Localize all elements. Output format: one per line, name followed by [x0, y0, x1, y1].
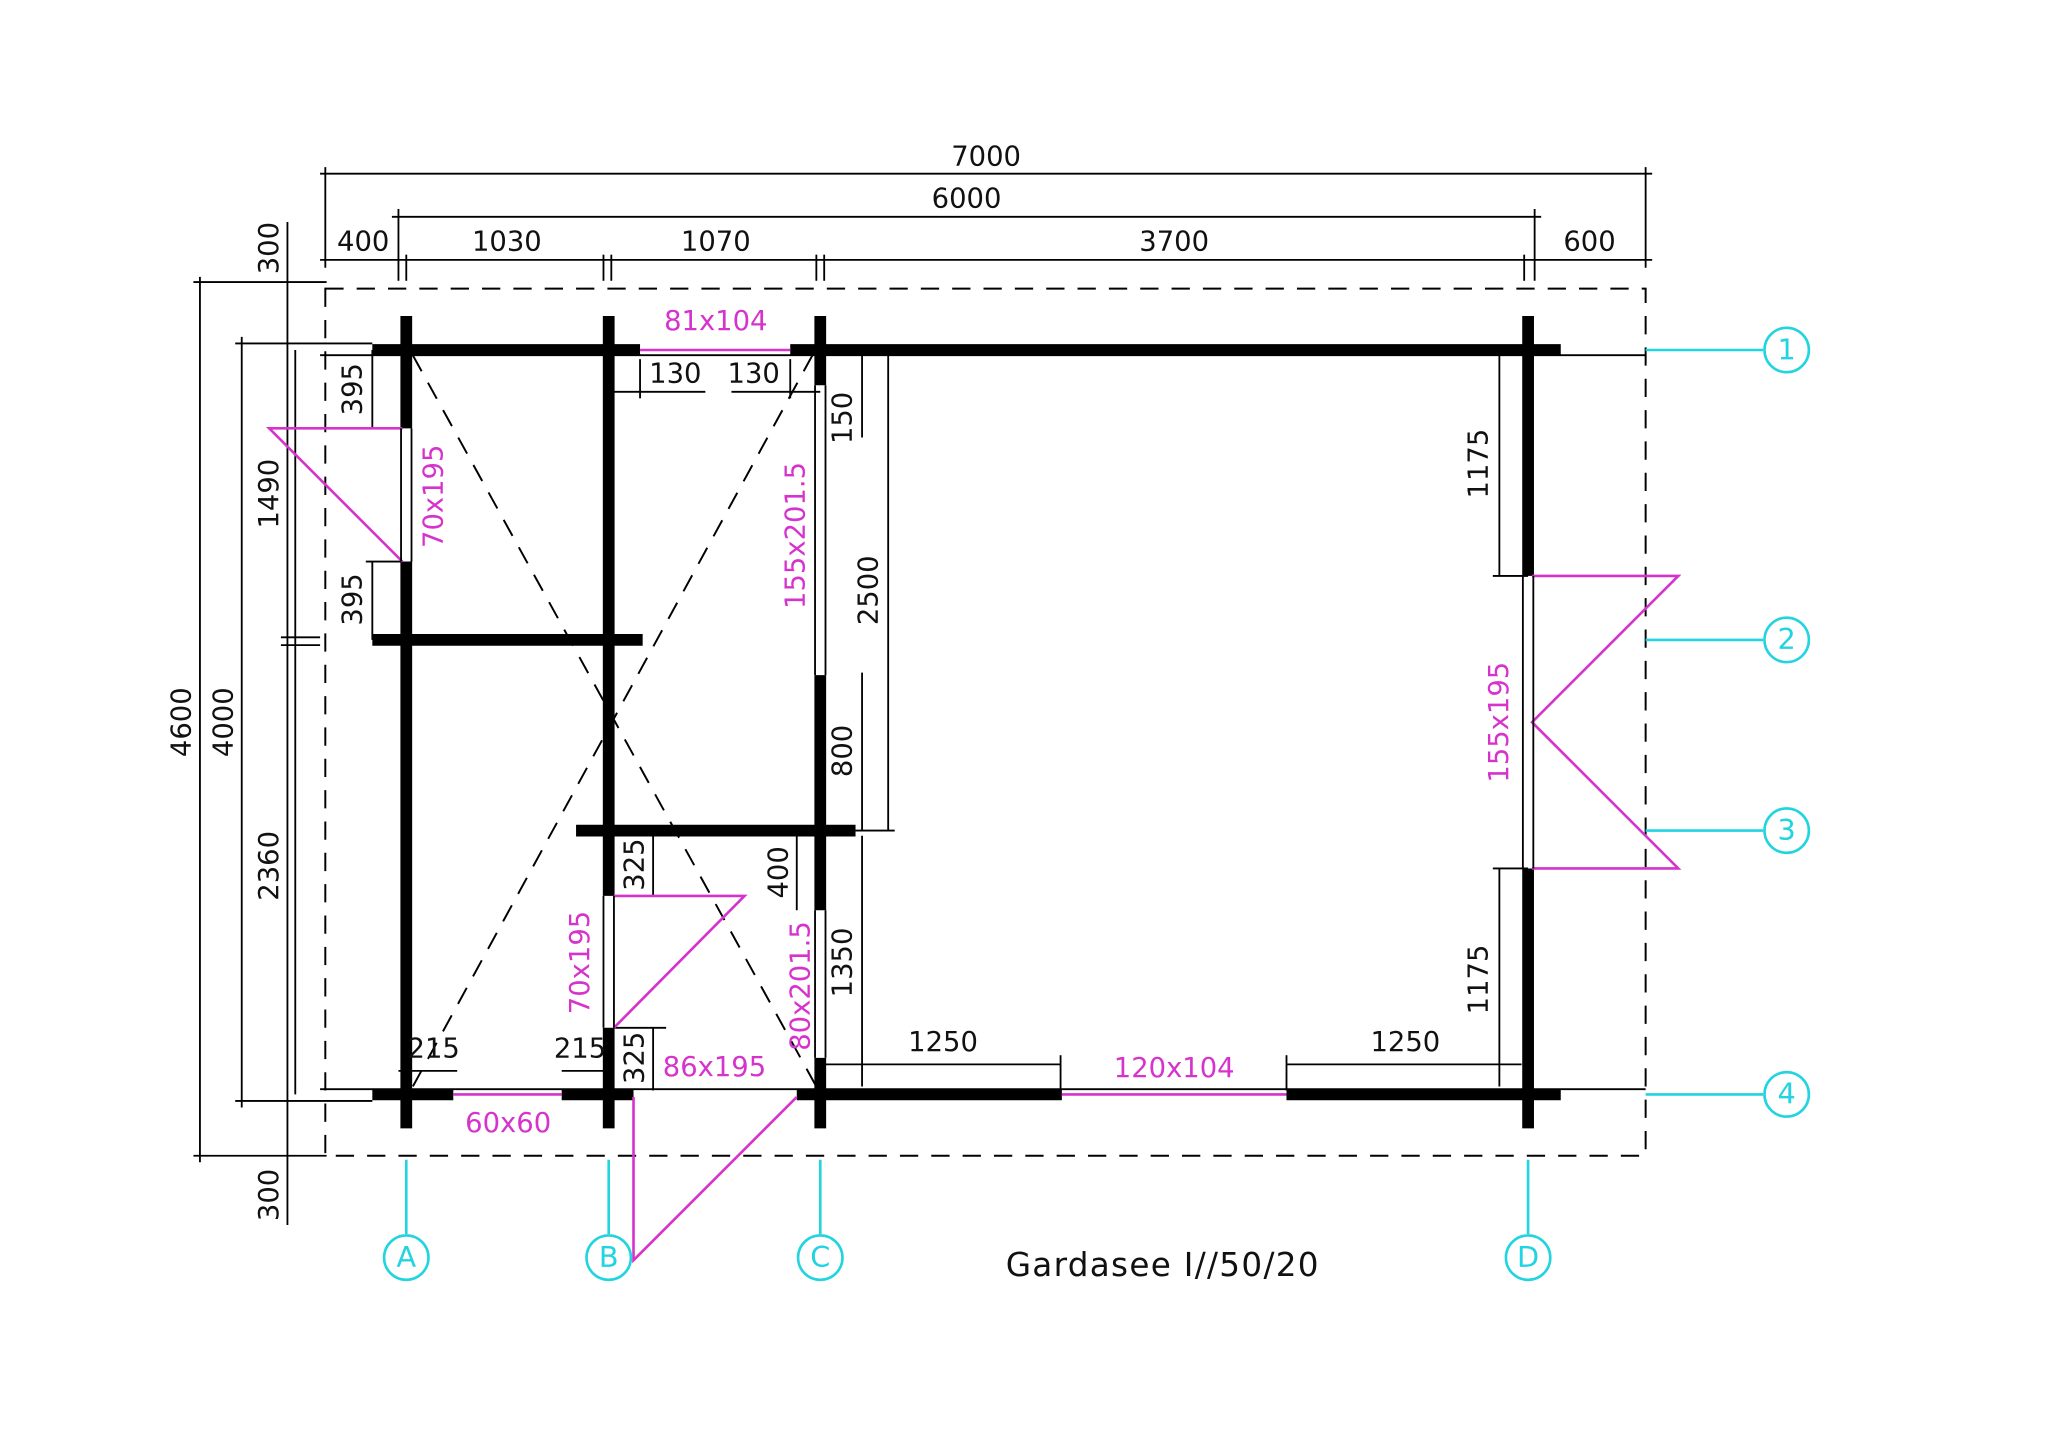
roof-outline — [324, 287, 1647, 1157]
dim-top: 1030 — [472, 226, 542, 257]
opening-label: 155x195 — [1484, 662, 1515, 783]
opening-label: 70x195 — [419, 445, 450, 548]
dim-interior: 400 — [763, 846, 794, 898]
dim-interior: 325 — [620, 1032, 651, 1084]
grid-label-c: C — [810, 1240, 830, 1274]
grid-label-3: 3 — [1778, 813, 1796, 847]
dim-interior: 215 — [408, 1033, 460, 1064]
dim-overall-width: 7000 — [951, 142, 1021, 173]
dim-side-a: 395 — [338, 573, 369, 625]
drawing-title: Gardasee I//50/20 — [1006, 1246, 1320, 1284]
dim-top: 1070 — [681, 226, 751, 257]
dim-overhang-bottom: 300 — [254, 1169, 285, 1221]
dim-overall-depth: 4600 — [166, 687, 197, 757]
grid-label-2: 2 — [1778, 622, 1796, 656]
dim-inner-depth: 4000 — [208, 687, 239, 757]
opening-label: 120x104 — [1114, 1053, 1235, 1084]
opening-label: 81x104 — [664, 306, 767, 337]
dim-interior: 800 — [827, 725, 858, 777]
dim-interior: 130 — [728, 358, 780, 389]
dim-side-a: 395 — [338, 363, 369, 415]
opening-label: 70x195 — [565, 911, 596, 1014]
dim-interior: 215 — [554, 1033, 606, 1064]
dim-overhang-top: 300 — [254, 222, 285, 274]
grid-label-b: B — [599, 1240, 619, 1274]
dim-interior: 1175 — [1463, 429, 1494, 499]
dim-interior: 2500 — [853, 555, 884, 625]
opening-label: 86x195 — [663, 1052, 766, 1083]
dimension-lines — [193, 167, 1653, 1225]
dim-top: 600 — [1563, 226, 1615, 257]
grid-label-a: A — [396, 1240, 416, 1274]
dim-interior: 325 — [620, 838, 651, 890]
dim-inner-width: 6000 — [932, 183, 1002, 214]
opening-label: 80x201.5 — [785, 921, 816, 1051]
grid-leaders — [382, 326, 1811, 1282]
opening-label: 60x60 — [465, 1108, 551, 1139]
openings — [266, 348, 1682, 1264]
dim-interior: 150 — [827, 392, 858, 444]
dim-left: 1490 — [254, 459, 285, 529]
dim-interior: 130 — [649, 358, 701, 389]
grid-label-4: 4 — [1778, 1077, 1796, 1111]
dim-interior: 1250 — [908, 1027, 978, 1058]
grid-label-1: 1 — [1778, 332, 1796, 366]
dim-interior: 1175 — [1463, 945, 1494, 1015]
dim-top: 400 — [337, 226, 389, 257]
dim-left: 2360 — [254, 831, 285, 901]
grid-label-d: D — [1517, 1240, 1539, 1274]
dim-interior: 1250 — [1370, 1027, 1440, 1058]
dim-interior: 1350 — [827, 928, 858, 998]
dim-top: 3700 — [1139, 226, 1209, 257]
walls — [372, 316, 1561, 1129]
opening-label: 155x201.5 — [780, 462, 811, 609]
